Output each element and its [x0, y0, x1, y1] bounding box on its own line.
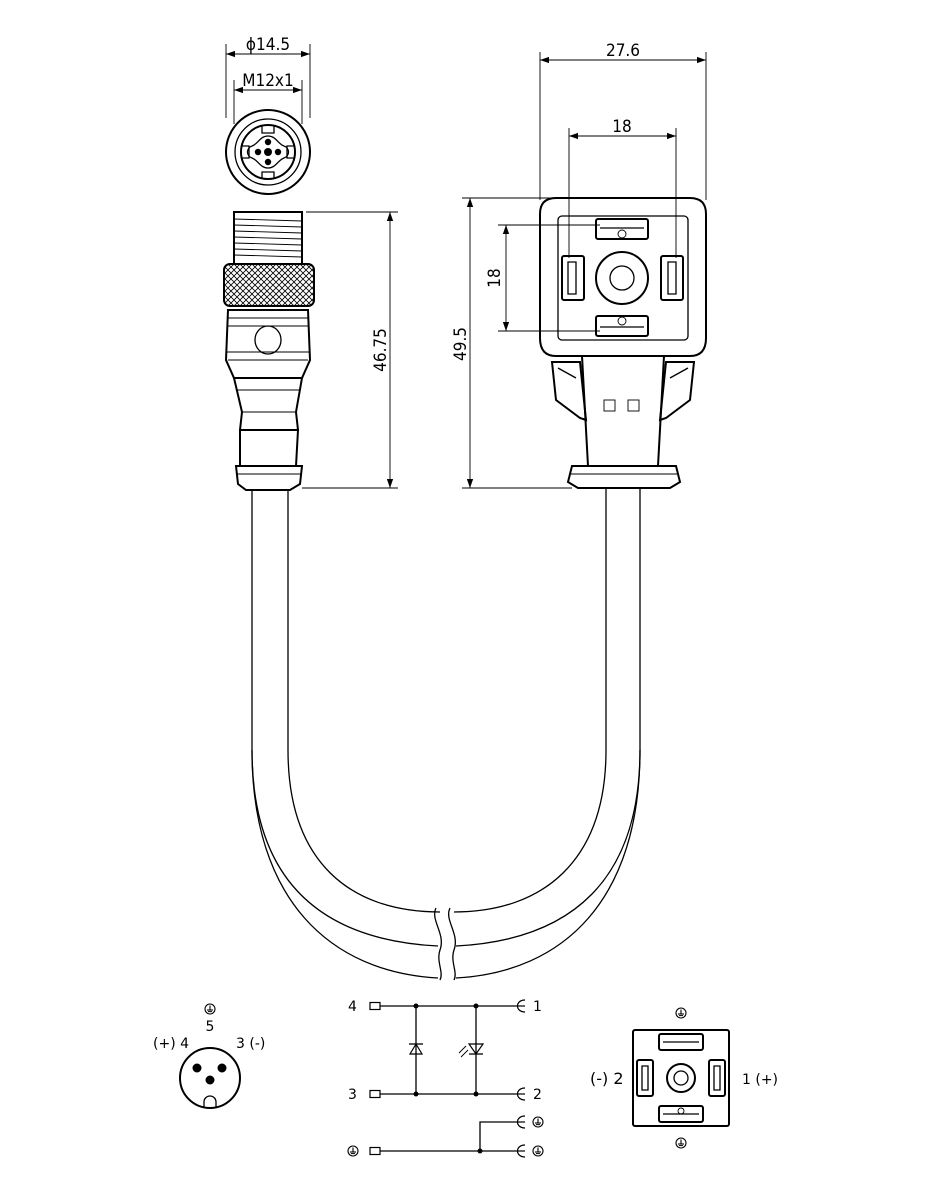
valve-pin1-label: 1 (+) [742, 1072, 778, 1088]
dimension-m12-diameter: ϕ14.5 [225, 35, 311, 118]
ground-icon [675, 1007, 687, 1019]
circuit-schematic: 4 3 1 2 [347, 999, 544, 1158]
ground-icon [347, 1145, 359, 1157]
ground-icon [675, 1137, 687, 1149]
socket-icon [516, 999, 526, 1013]
pinout-pin4-label: (+) 4 [153, 1036, 189, 1052]
ground-icon [204, 1003, 216, 1015]
circuit-input-top-label: 4 [348, 999, 357, 1015]
dimension-m12-length: 46.75 [302, 211, 398, 489]
svg-text:18: 18 [612, 117, 631, 137]
pin-icon [369, 1146, 381, 1156]
svg-text:27.6: 27.6 [606, 41, 640, 61]
valve-pinout: (-) 2 1 (+) [590, 1007, 778, 1149]
circuit-input-bottom-label: 3 [348, 1087, 357, 1103]
svg-text:M12x1: M12x1 [242, 71, 293, 91]
valve-pin2-label: (-) 2 [590, 1069, 624, 1088]
valve-connector [539, 197, 707, 489]
m12-front-view [225, 109, 311, 195]
ground-icon [532, 1145, 544, 1157]
svg-text:18: 18 [485, 268, 505, 287]
socket-icon [516, 1087, 526, 1101]
pin-icon [369, 1001, 381, 1011]
dimension-m12-thread: M12x1 [233, 71, 303, 124]
dimension-valve-pin-spacing-v: 18 [485, 224, 600, 332]
svg-text:ϕ14.5: ϕ14.5 [246, 35, 290, 55]
circuit-output-bottom-label: 2 [533, 1087, 542, 1103]
svg-text:49.5: 49.5 [451, 327, 471, 361]
socket-icon [516, 1115, 526, 1129]
socket-icon [516, 1144, 526, 1158]
dimension-valve-height: 49.5 [451, 197, 572, 489]
m12-pinout: 5 (+) 4 3 (-) [153, 1003, 265, 1109]
svg-text:46.75: 46.75 [371, 328, 391, 372]
pin-icon [369, 1089, 381, 1099]
pinout-ground-label: 5 [206, 1019, 215, 1035]
circuit-output-top-label: 1 [533, 999, 542, 1015]
ground-icon [532, 1116, 544, 1128]
dimension-valve-width: 27.6 [539, 41, 707, 200]
m12-side-view [223, 211, 315, 491]
pinout-pin3-label: 3 (-) [236, 1036, 265, 1052]
dimension-valve-pin-spacing-h: 18 [568, 117, 677, 258]
cable [251, 488, 641, 981]
